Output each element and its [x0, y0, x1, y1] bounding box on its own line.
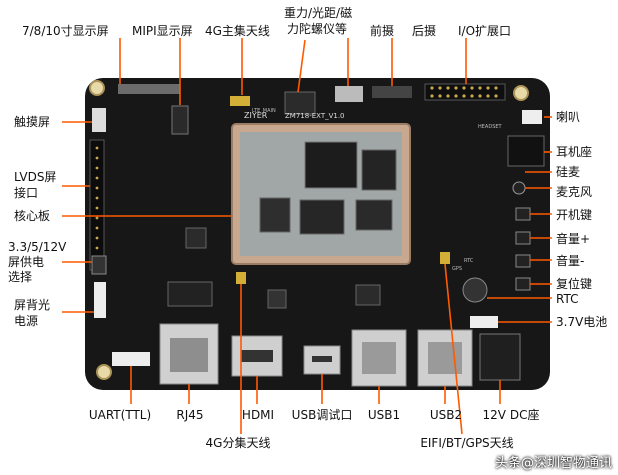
- label-lvds-2: 接口: [14, 186, 39, 200]
- silk-rtc: RTC: [464, 258, 474, 264]
- label-power-select-3: 选择: [8, 270, 33, 284]
- label-backlight-2: 电源: [14, 314, 39, 328]
- button-vol-down: [515, 254, 531, 268]
- button-vol-up: [515, 231, 531, 245]
- label-hdmi: HDMI: [241, 408, 275, 422]
- label-usb-debug: USB调试口: [291, 408, 353, 422]
- silk-headset: HEADSET: [478, 124, 503, 130]
- label-volume-down: 音量-: [556, 254, 585, 268]
- watermark: 头条@深圳智物通讯: [494, 456, 612, 471]
- mount-hole-bl: [96, 364, 112, 380]
- eth-transformer: [167, 281, 213, 307]
- gps-pad: [440, 252, 450, 264]
- front-camera-connector: [335, 86, 363, 102]
- rear-camera-connector: [372, 86, 412, 98]
- battery-connector: [470, 316, 498, 328]
- misc-chip-2: [185, 227, 207, 249]
- antenna-pad: [230, 96, 250, 106]
- label-usb1: USB1: [367, 408, 401, 422]
- dc-jack: [479, 333, 521, 381]
- label-backlight-1: 屏背光: [14, 298, 51, 312]
- label-rtc: RTC: [556, 292, 579, 306]
- label-speaker: 喇叭: [556, 110, 581, 124]
- mipi-connector: [171, 105, 189, 135]
- silk-model: ZM718-EXT_V1.0: [285, 112, 345, 120]
- label-uart: UART(TTL): [88, 408, 152, 422]
- button-power: [515, 207, 531, 221]
- silk-lte: LTE_MAIN: [252, 108, 276, 114]
- label-diversity-4g-antenna: 4G分集天线: [205, 436, 271, 450]
- label-display-7-8-10: 7/8/10寸显示屏: [22, 24, 109, 38]
- silk-gps: GPS: [452, 266, 462, 272]
- speaker-connector: [522, 110, 542, 124]
- label-usb2: USB2: [429, 408, 463, 422]
- soc-chip: [304, 141, 358, 189]
- button-reset: [515, 277, 531, 291]
- emmc-chip: [259, 197, 291, 233]
- label-battery: 3.7V电池: [556, 315, 608, 329]
- label-gravity-sensor-2: 力陀螺仪等: [287, 22, 348, 36]
- uart-connector: [112, 352, 150, 366]
- label-gravity-sensor-1: 重力/光距/磁: [284, 6, 353, 20]
- label-front-camera: 前摄: [370, 24, 395, 38]
- usb-hub-chip: [267, 289, 287, 309]
- label-volume-up: 音量+: [556, 232, 591, 246]
- label-rj45: RJ45: [176, 408, 204, 422]
- sensor-chip: [284, 91, 316, 115]
- label-io-expansion: I/O扩展口: [458, 24, 512, 38]
- label-touchscreen: 触摸屏: [14, 115, 51, 129]
- label-core-board: 核心板: [14, 209, 51, 223]
- pmic-chip: [299, 199, 345, 235]
- rf-chip: [355, 199, 393, 231]
- misc-chip: [355, 284, 381, 306]
- label-microphone: 麦克风: [556, 185, 593, 199]
- label-main-4g-antenna: 4G主集天线: [205, 24, 270, 38]
- label-mipi-display: MIPI显示屏: [132, 24, 193, 38]
- io-header: [424, 83, 506, 101]
- silk-brand: ZIYER: [244, 111, 268, 120]
- touch-connector: [92, 108, 106, 132]
- power-jumper: [91, 255, 107, 275]
- rtc-battery: [462, 277, 488, 303]
- label-silicon-mic: 硅麦: [556, 165, 581, 179]
- label-power-select-2: 屏供电: [8, 255, 45, 269]
- headphone-jack: [507, 135, 545, 167]
- label-power-key: 开机键: [556, 208, 593, 222]
- mic-component: [512, 181, 526, 195]
- memory-chip: [361, 149, 397, 191]
- lvds-header: [89, 139, 105, 271]
- display-fpc-connector: [118, 84, 180, 94]
- mount-hole-tl: [89, 80, 105, 96]
- label-rear-camera: 后摄: [412, 24, 437, 38]
- label-lvds-1: LVDS屏: [14, 170, 57, 184]
- mount-hole-tr: [513, 85, 529, 101]
- label-power-select-1: 3.3/5/12V: [8, 240, 67, 254]
- label-reset-key: 复位键: [556, 277, 593, 291]
- label-headphone-jack: 耳机座: [556, 145, 593, 159]
- label-wifi-bt-gps-antenna: EIFI/BT/GPS天线: [420, 436, 514, 450]
- antenna-pad-bottom: [236, 272, 246, 284]
- label-dc12v: 12V DC座: [482, 408, 540, 422]
- backlight-connector: [94, 282, 106, 318]
